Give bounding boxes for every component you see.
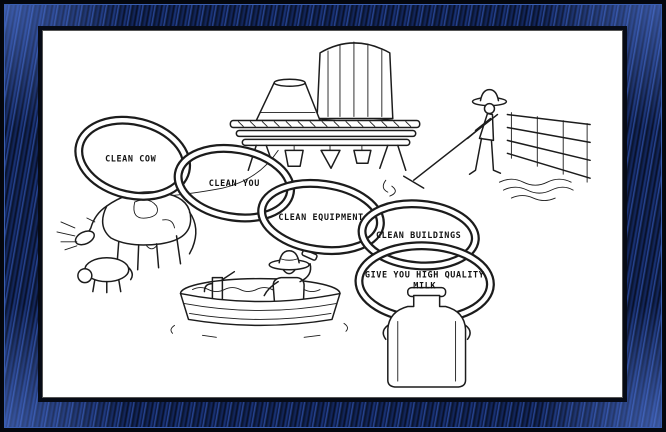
spray-lines	[56, 221, 78, 251]
milk-can-handles	[382, 324, 471, 341]
chain-label-clean-you: CLEAN YOU	[209, 178, 260, 188]
ground-splash-lines	[170, 322, 348, 338]
bather-face	[282, 268, 296, 275]
drying-rack-icon	[229, 119, 421, 171]
water-splash-lines	[382, 178, 574, 202]
fence-icon	[506, 112, 591, 183]
cow-head	[74, 230, 95, 246]
milking-equipment-sketch	[164, 41, 421, 197]
bather-right-arm	[299, 262, 312, 283]
calf-figure	[77, 257, 134, 294]
chain-label-clean-equipment: CLEAN EQUIPMENT	[278, 212, 363, 222]
cow-sketch	[56, 191, 197, 294]
bathing-man-sketch	[170, 249, 348, 338]
hanging-pails-icon	[284, 144, 372, 169]
chain-link-1	[74, 115, 192, 201]
farmer-figure	[466, 88, 508, 175]
upturned-pail-icon	[255, 78, 321, 122]
illustration-canvas: CLEAN COW CLEAN YOU CLEAN EQUIPMENT CLEA…	[42, 30, 623, 398]
bather-left-arm	[263, 280, 279, 297]
cow-ear	[86, 217, 96, 223]
cow-tail	[188, 211, 197, 255]
washtub-icon	[179, 292, 341, 327]
chain-label-clean-cow: CLEAN COW	[105, 153, 157, 163]
farmer-sketch	[382, 88, 591, 202]
large-milk-can-icon	[316, 41, 394, 123]
illustration-artwork: CLEAN COW CLEAN YOU CLEAN EQUIPMENT CLEA…	[56, 41, 591, 388]
chain-link-4	[357, 199, 480, 271]
chain-label-quality-milk-line1: GIVE YOU HIGH QUALITY	[365, 270, 485, 280]
milk-can-icon	[382, 286, 471, 388]
cow-udder	[146, 245, 158, 250]
bather-hat-crown	[278, 250, 300, 264]
tub-back-rim	[179, 277, 341, 295]
scraper-icon	[403, 113, 499, 189]
chain-link-2	[173, 143, 296, 223]
chain-link-3	[257, 178, 385, 256]
chain-labels: CLEAN COW CLEAN YOU CLEAN EQUIPMENT CLEA…	[105, 153, 485, 291]
chain-label-clean-buildings: CLEAN BUILDINGS	[376, 230, 461, 240]
cow-legs	[115, 235, 182, 271]
chain-label-quality-milk-line2: MILK	[413, 281, 436, 291]
